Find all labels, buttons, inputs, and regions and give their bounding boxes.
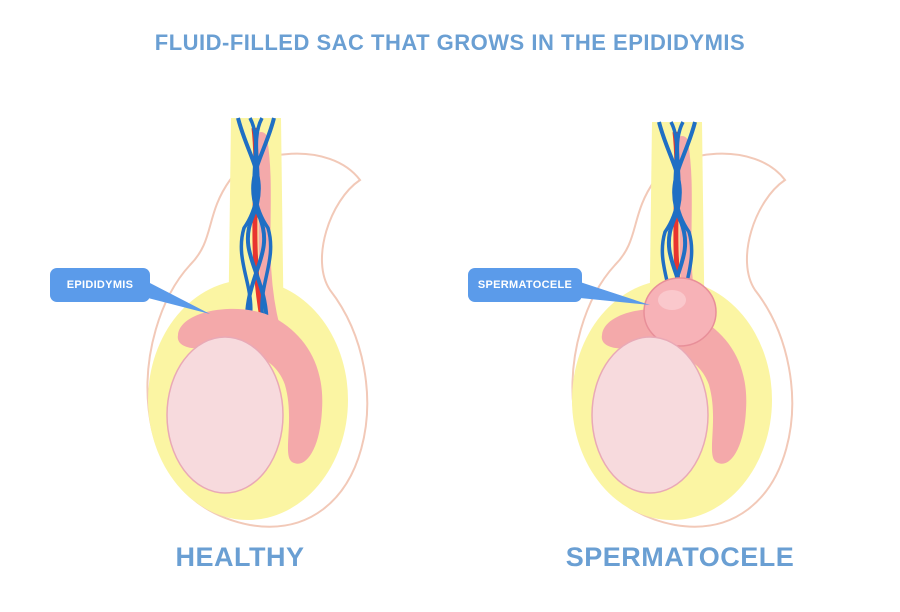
callout-spermatocele: SPERMATOCELE: [468, 268, 582, 302]
healthy-illustration: [146, 118, 369, 528]
testis-spermatocele: [591, 336, 709, 494]
spermatocele-cyst: [643, 277, 717, 347]
epididymis-spermatocele: [601, 308, 747, 464]
diagram-title: FLUID-FILLED SAC THAT GROWS IN THE EPIDI…: [154, 30, 746, 55]
spermatocele-illustration: [571, 122, 794, 528]
label-spermatocele: SPERMATOCELE: [565, 542, 795, 572]
callout-epididymis: EPIDIDYMIS: [50, 268, 150, 302]
label-healthy: HEALTHY: [175, 542, 305, 572]
epididymis-healthy: [177, 308, 323, 464]
testis-healthy: [166, 336, 284, 494]
